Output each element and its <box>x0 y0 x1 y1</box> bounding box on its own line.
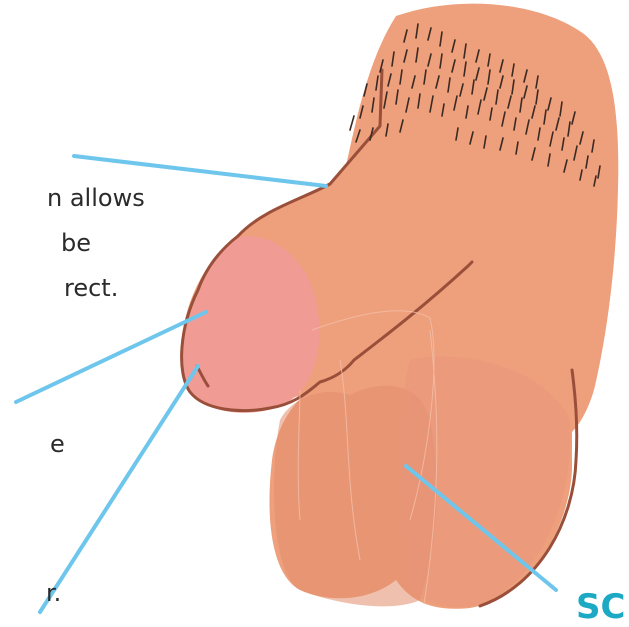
leader-line-glans <box>16 312 206 402</box>
leader-line-urethra <box>40 366 198 612</box>
urethra-label-fragment: r. <box>46 581 61 605</box>
glans-label-fragment: e <box>50 432 65 456</box>
scrotum-label: SC <box>576 590 625 624</box>
foreskin-label-line-3: rect. <box>64 276 118 300</box>
foreskin-label-line-2: be <box>61 231 91 255</box>
foreskin-label-line-1: n allows <box>47 186 145 210</box>
leader-line-foreskin <box>74 156 326 186</box>
